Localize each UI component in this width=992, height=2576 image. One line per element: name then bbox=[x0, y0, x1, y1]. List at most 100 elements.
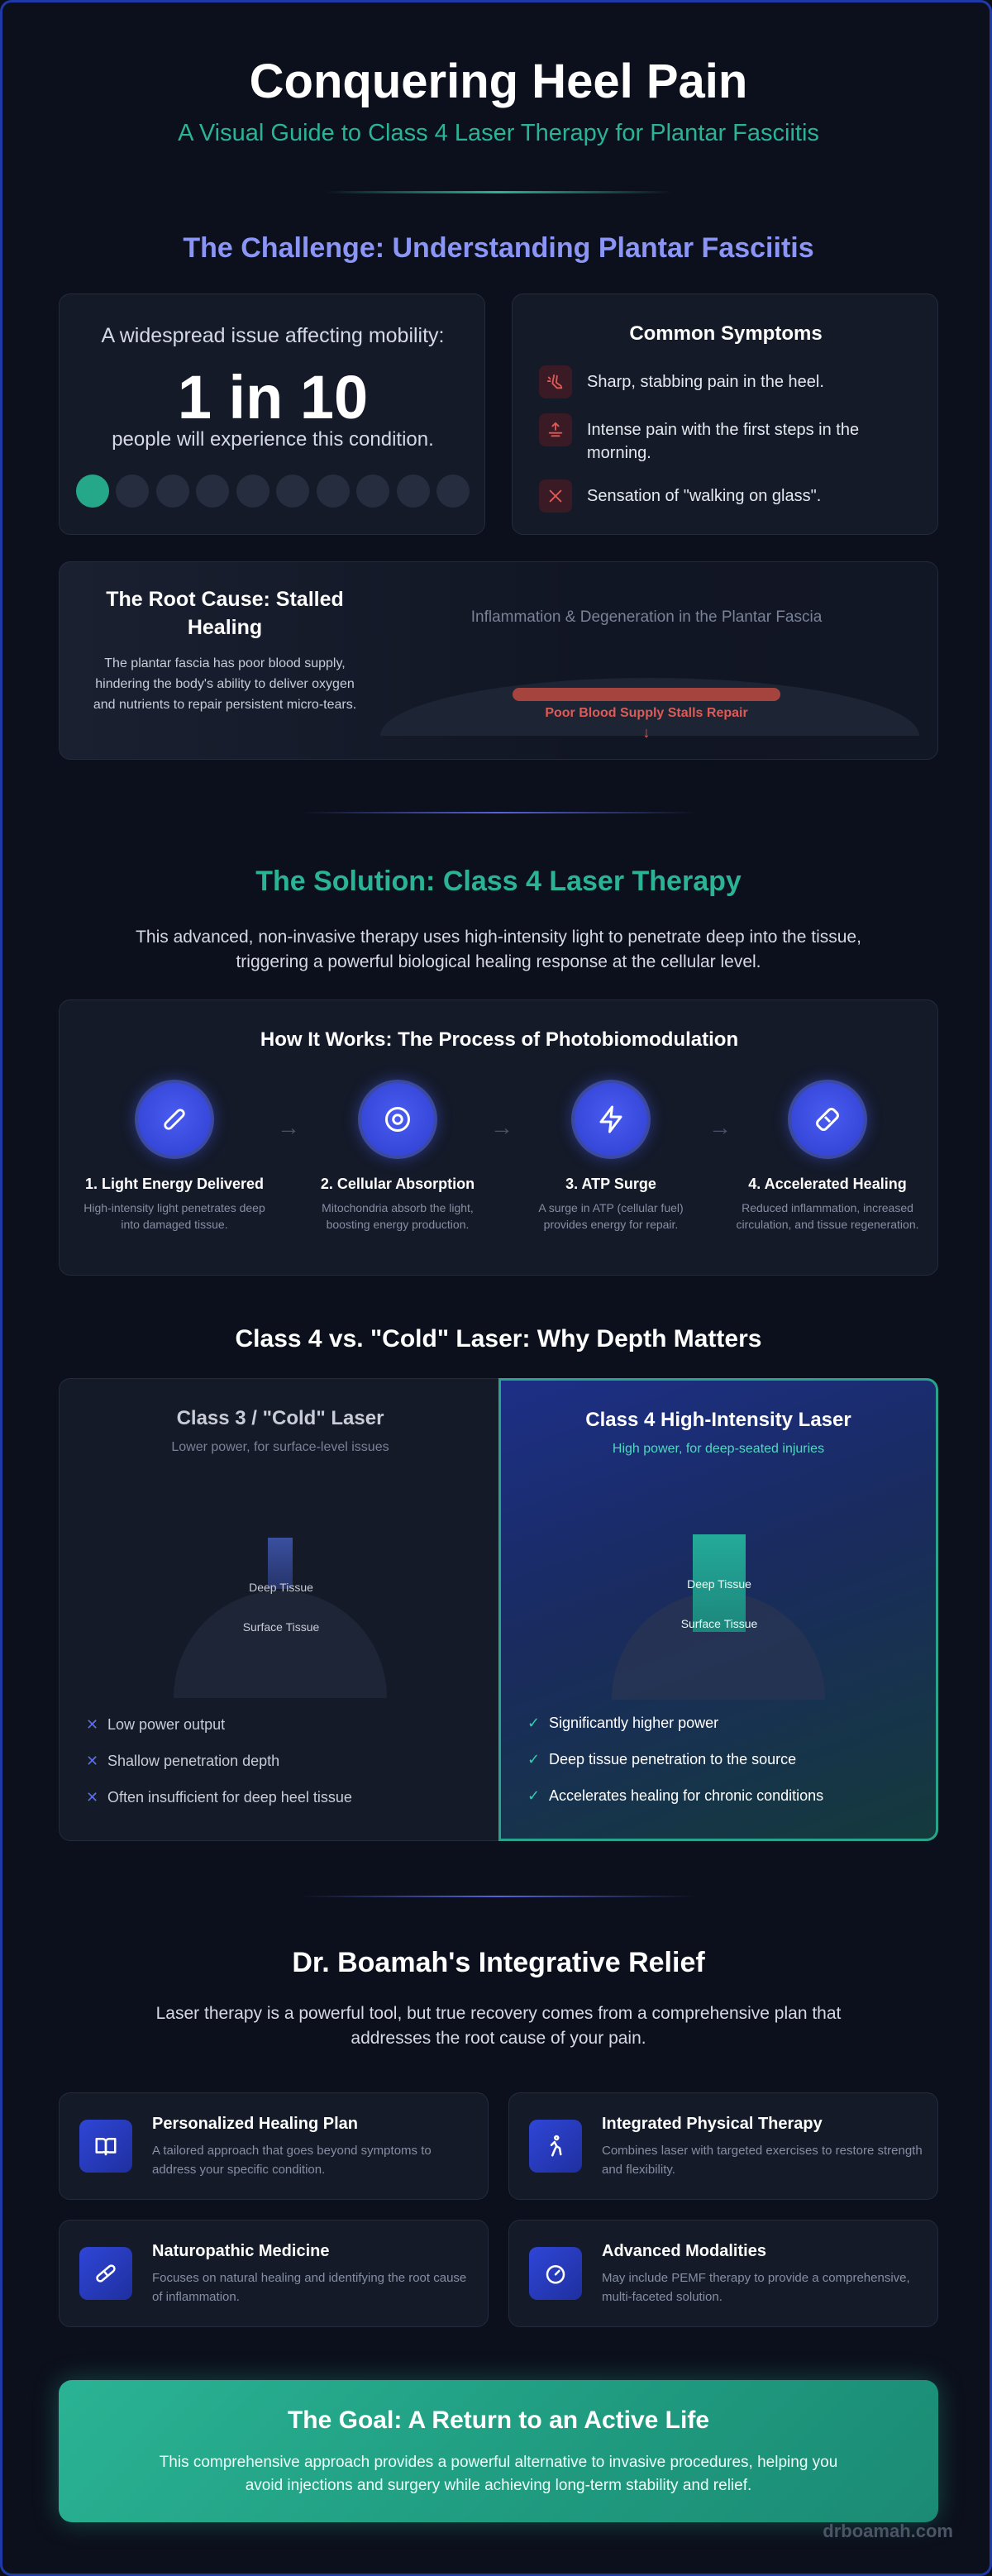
surface-tissue-label: Surface Tissue bbox=[242, 1620, 320, 1634]
symptom-item: Sensation of "walking on glass". bbox=[539, 479, 919, 513]
stat-dot bbox=[436, 475, 470, 508]
comparison-title: Class 4 vs. "Cold" Laser: Why Depth Matt… bbox=[235, 1325, 762, 1352]
morning-rise-icon bbox=[539, 413, 572, 446]
integrative-description: Laser therapy is a powerful tool, but tr… bbox=[155, 2004, 842, 2048]
step-desc: Mitochondria absorb the light, boosting … bbox=[322, 1201, 474, 1231]
cross-icon: ✕ bbox=[86, 1752, 99, 1769]
pro-text: Significantly higher power bbox=[549, 1714, 719, 1731]
stat-dot-highlighted bbox=[76, 475, 109, 508]
lightning-icon bbox=[571, 1080, 651, 1159]
pro-text: Accelerates healing for chronic conditio… bbox=[549, 1787, 824, 1804]
integrative-title: Dr. Boamah's Integrative Relief bbox=[292, 1947, 705, 1978]
cross-icon: ✕ bbox=[86, 1788, 99, 1806]
symptoms-card: Common Symptoms Sharp, stabbing pain in … bbox=[512, 293, 938, 535]
class4-laser-subtitle: High power, for deep-seated injuries bbox=[612, 1442, 825, 1456]
deep-laser-beam bbox=[693, 1534, 746, 1632]
feature-title: Personalized Healing Plan bbox=[152, 2115, 358, 2133]
con-item: ✕ Often insufficient for deep heel tissue bbox=[86, 1779, 352, 1815]
feature-card: Advanced Modalities May include PEMF the… bbox=[508, 2220, 938, 2327]
step-title: 2. Cellular Absorption bbox=[320, 1176, 475, 1192]
stat-foot: people will experience this condition. bbox=[112, 428, 434, 451]
section-divider bbox=[300, 812, 697, 813]
feature-desc: Focuses on natural healing and identifyi… bbox=[152, 2271, 467, 2304]
class4-laser-title: Class 4 High-Intensity Laser bbox=[585, 1409, 851, 1431]
pro-text: Deep tissue penetration to the source bbox=[549, 1750, 797, 1767]
check-icon: ✓ bbox=[527, 1750, 541, 1767]
con-text: Shallow penetration depth bbox=[107, 1752, 280, 1769]
symptoms-title: Common Symptoms bbox=[629, 322, 823, 345]
stat-dots bbox=[76, 475, 470, 508]
bandage-icon bbox=[788, 1080, 867, 1159]
symptom-text: Sensation of "walking on glass". bbox=[587, 487, 822, 505]
stat-lead: A widespread issue affecting mobility: bbox=[101, 324, 445, 347]
stat-dot bbox=[356, 475, 390, 508]
pro-item: ✓ Deep tissue penetration to the source bbox=[527, 1741, 823, 1777]
con-text: Low power output bbox=[107, 1715, 226, 1733]
feature-title: Advanced Modalities bbox=[602, 2242, 766, 2260]
inflamed-fascia-bar bbox=[513, 688, 780, 701]
symptom-text: Sharp, stabbing pain in the heel. bbox=[587, 373, 824, 391]
step-desc: Reduced inflammation, increased circulat… bbox=[736, 1201, 919, 1231]
cold-laser-panel: Class 3 / "Cold" Laser Lower power, for … bbox=[59, 1378, 502, 1841]
feature-desc: May include PEMF therapy to provide a co… bbox=[602, 2271, 910, 2304]
stat-dot bbox=[276, 475, 310, 508]
con-text: Often insufficient for deep heel tissue bbox=[107, 1788, 352, 1806]
laser-pen-icon bbox=[135, 1080, 214, 1159]
surface-tissue-label: Surface Tissue bbox=[680, 1617, 758, 1630]
check-icon: ✓ bbox=[527, 1787, 541, 1804]
section-divider bbox=[300, 1896, 697, 1897]
stat-dot bbox=[155, 475, 189, 508]
step-desc: A surge in ATP (cellular fuel) provides … bbox=[538, 1201, 684, 1231]
feature-title: Integrated Physical Therapy bbox=[602, 2115, 823, 2133]
symptom-text: Intense pain with the first steps in the… bbox=[587, 421, 860, 462]
root-cause-title: The Root Cause: Stalled Healing bbox=[106, 588, 344, 639]
stat-card: A widespread issue affecting mobility: 1… bbox=[59, 293, 485, 535]
fascia-diagram-caption: Inflammation & Degeneration in the Plant… bbox=[470, 608, 823, 626]
arrow-right-icon: → bbox=[277, 1114, 300, 1140]
capsule-icon bbox=[79, 2247, 132, 2300]
stat-dot bbox=[316, 475, 350, 508]
footer-domain: drboamah.com bbox=[823, 2521, 953, 2541]
cold-laser-subtitle: Lower power, for surface-level issues bbox=[171, 1440, 389, 1454]
blood-supply-warning: Poor Blood Supply Stalls Repair bbox=[545, 706, 748, 720]
feature-card: Personalized Healing Plan A tailored app… bbox=[59, 2092, 489, 2200]
deep-tissue-label: Deep Tissue bbox=[249, 1581, 313, 1594]
feature-card: Integrated Physical Therapy Combines las… bbox=[508, 2092, 938, 2200]
pro-item: ✓ Accelerates healing for chronic conditi… bbox=[527, 1777, 823, 1814]
solution-title: The Solution: Class 4 Laser Therapy bbox=[255, 866, 742, 897]
arrow-right-icon: → bbox=[708, 1114, 732, 1140]
target-icon bbox=[358, 1080, 437, 1159]
walking-person-icon bbox=[529, 2120, 582, 2173]
arrow-right-icon: → bbox=[490, 1114, 513, 1140]
gauge-icon bbox=[529, 2247, 582, 2300]
con-item: ✕Low power output bbox=[86, 1706, 352, 1743]
process-step: 2. Cellular Absorption Mitochondria abso… bbox=[303, 1080, 493, 1233]
root-cause-card: The Root Cause: Stalled Healing The plan… bbox=[59, 561, 938, 760]
cold-laser-cons: ✕Low power output ✕Shallow penetration d… bbox=[86, 1706, 352, 1815]
goal-text: This comprehensive approach provides a p… bbox=[159, 2454, 838, 2494]
feature-title: Naturopathic Medicine bbox=[152, 2242, 330, 2260]
solution-description: This advanced, non-invasive therapy uses… bbox=[136, 928, 861, 971]
cold-laser-title: Class 3 / "Cold" Laser bbox=[176, 1407, 384, 1429]
step-title: 1. Light Energy Delivered bbox=[84, 1176, 265, 1192]
stat-dot bbox=[116, 475, 150, 508]
foot-pain-icon bbox=[539, 365, 572, 398]
class4-laser-panel: Class 4 High-Intensity Laser High power,… bbox=[498, 1378, 938, 1841]
book-icon bbox=[79, 2120, 132, 2173]
step-title: 3. ATP Surge bbox=[565, 1176, 656, 1192]
symptoms-list: Sharp, stabbing pain in the heel. Intens… bbox=[539, 365, 919, 527]
process-step: 3. ATP Surge A surge in ATP (cellular fu… bbox=[516, 1080, 706, 1233]
step-desc: High-intensity light penetrates deep int… bbox=[83, 1201, 265, 1231]
stat-dot bbox=[196, 475, 230, 508]
step-title: 4. Accelerated Healing bbox=[748, 1176, 907, 1192]
feature-desc: A tailored approach that goes beyond sym… bbox=[152, 2144, 432, 2177]
pro-item: ✓Significantly higher power bbox=[527, 1705, 823, 1741]
how-it-works-card: How It Works: The Process of Photobiomod… bbox=[59, 999, 938, 1276]
feature-card: Naturopathic Medicine Focuses on natural… bbox=[59, 2220, 489, 2327]
goal-banner: The Goal: A Return to an Active Life Thi… bbox=[59, 2380, 938, 2522]
down-arrow-icon: ↓ bbox=[642, 724, 651, 741]
laser-comparison: Class 3 / "Cold" Laser Lower power, for … bbox=[59, 1378, 938, 1841]
stat-dot bbox=[236, 475, 269, 508]
shallow-laser-beam bbox=[268, 1538, 293, 1589]
